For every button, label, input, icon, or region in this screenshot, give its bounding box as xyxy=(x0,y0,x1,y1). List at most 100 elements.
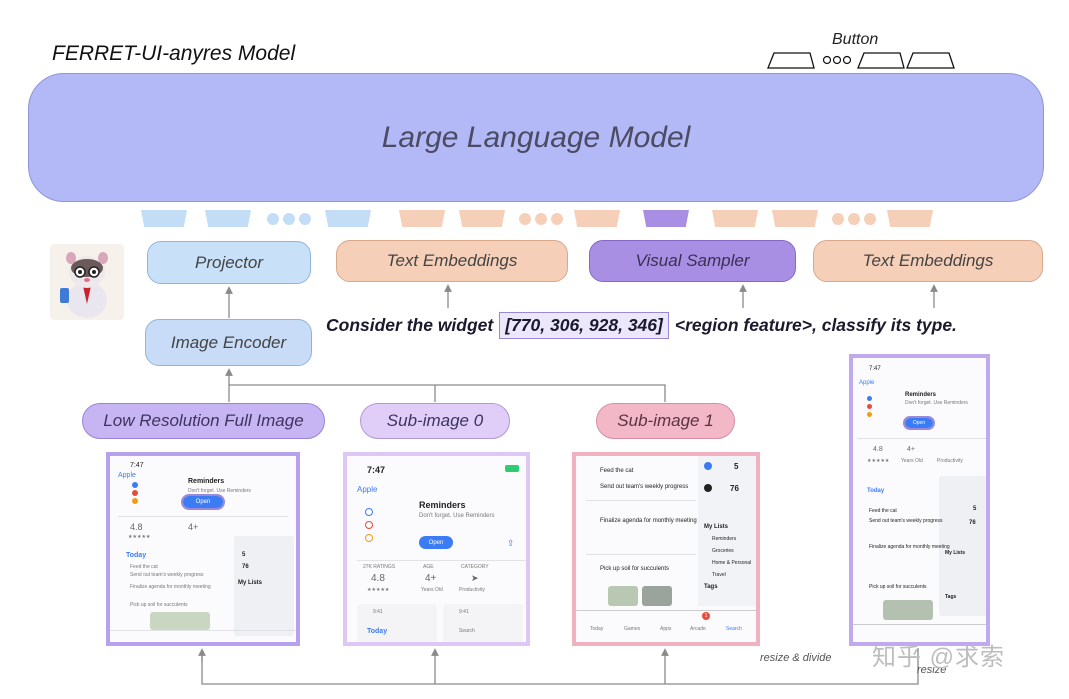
list-dot-icon xyxy=(365,508,373,516)
age-value: 4+ xyxy=(907,446,915,453)
visual-sampler-box: Visual Sampler xyxy=(589,240,796,282)
screenshot-preview xyxy=(357,604,437,642)
tab-label: Today xyxy=(590,626,604,632)
tab-label: Search xyxy=(726,626,742,632)
open-button: Open xyxy=(181,494,225,510)
button-region-tokens xyxy=(767,52,955,69)
task-item: Feed the cat xyxy=(869,508,897,514)
plant-photo xyxy=(608,586,638,606)
back-link: Apple xyxy=(357,485,378,494)
rating-value: 4.8 xyxy=(371,573,385,584)
task-item: Feed the cat xyxy=(600,468,634,474)
rating-stars: ★★★★★ xyxy=(867,458,890,464)
today-list-icon xyxy=(704,462,712,470)
status-time: 7:47 xyxy=(869,366,881,372)
text-embeddings-box: Text Embeddings xyxy=(336,240,568,282)
divider xyxy=(118,516,288,517)
list-name: Home & Personal xyxy=(712,560,752,566)
tab-bar-divider xyxy=(110,630,296,631)
task-item: Finalize agenda for monthly meeting xyxy=(869,544,950,550)
plant-photo xyxy=(150,612,210,630)
scheduled-list-icon xyxy=(704,484,712,492)
divider xyxy=(586,500,696,501)
preview-time: 9:41 xyxy=(459,609,469,615)
divider xyxy=(357,560,526,561)
age-value: 4+ xyxy=(425,573,437,584)
list-dot-icon xyxy=(132,498,138,504)
resized-full-screenshot: 7:47 Apple Reminders Don't forget. Use R… xyxy=(849,354,990,646)
count-scheduled: 76 xyxy=(242,564,249,570)
list-name: Reminders xyxy=(712,536,737,542)
rating-stars: ★★★★★ xyxy=(367,587,390,593)
task-item: Finalize agenda for monthly meeting xyxy=(600,518,697,524)
plant-photo xyxy=(883,600,933,620)
tab-label: Games xyxy=(624,626,641,632)
side-panel xyxy=(698,456,756,606)
image-encoder-box: Image Encoder xyxy=(145,319,312,366)
tab-label: Apps xyxy=(660,626,672,632)
tab-bar-divider xyxy=(853,624,986,625)
list-dot-icon xyxy=(867,412,872,417)
low-resolution-screenshot: 7:47 Apple Reminders Don't forget. Use R… xyxy=(106,452,300,646)
count-scheduled: 76 xyxy=(730,484,739,493)
app-subtitle: Don't forget. Use Reminders xyxy=(188,488,251,494)
list-name: Groceries xyxy=(712,548,734,554)
sub-image-1-screenshot: Feed the cat Send out team's weekly prog… xyxy=(572,452,760,646)
task-item: Pick up soil for succulents xyxy=(600,566,670,572)
task-item: Send out team's weekly progress xyxy=(600,484,689,490)
open-button: Open xyxy=(903,416,935,430)
tab-label: Arcade xyxy=(690,626,706,632)
prompt-text: Consider the widget [770, 306, 928, 346]… xyxy=(326,312,957,339)
rating-stars: ★★★★★ xyxy=(128,534,151,540)
category-value: Productivity xyxy=(937,458,963,464)
text-token xyxy=(712,210,758,227)
sub-image-0-screenshot: 7:47 Apple Reminders Don't forget. Use R… xyxy=(343,452,530,646)
battery-icon xyxy=(505,465,519,472)
count-scheduled: 76 xyxy=(969,520,976,526)
token-ellipsis xyxy=(519,213,563,225)
text-token xyxy=(459,210,505,227)
list-dot-icon xyxy=(867,404,872,409)
list-dot-icon xyxy=(867,396,872,401)
task-item: Feed the cat xyxy=(130,564,158,570)
side-panel xyxy=(234,536,294,636)
text-token xyxy=(399,210,445,227)
app-subtitle: Don't forget. Use Reminders xyxy=(419,513,495,519)
my-lists-label: My Lists xyxy=(238,580,263,586)
image-token xyxy=(205,210,251,227)
region-token xyxy=(643,210,689,227)
count-today: 5 xyxy=(734,462,739,471)
divider xyxy=(857,438,986,439)
preview-time: 9:41 xyxy=(373,609,383,615)
diagram-title: FERRET-UI-anyres Model xyxy=(52,42,296,65)
my-lists-label: My Lists xyxy=(704,524,729,530)
button-label: Button xyxy=(832,31,879,48)
open-button: Open xyxy=(419,536,453,549)
today-label: Today xyxy=(367,628,388,635)
resize-divide-label: resize & divide xyxy=(760,652,832,664)
prompt-before: Consider the widget xyxy=(326,315,494,335)
rating-value: 4.8 xyxy=(873,446,883,453)
age-value: 4+ xyxy=(188,522,199,532)
task-item: Finalize agenda for monthly meeting xyxy=(130,584,211,590)
sub-image-0-box: Sub-image 0 xyxy=(360,403,510,439)
prompt-coordinates: [770, 306, 928, 346] xyxy=(499,312,669,339)
rating-value: 4.8 xyxy=(130,522,143,532)
screenshot-preview xyxy=(443,604,523,642)
count-reminders: 5 xyxy=(242,552,246,558)
list-dot-icon xyxy=(132,490,138,496)
app-name: Reminders xyxy=(188,478,225,485)
task-item: Pick up soil for succulents xyxy=(130,602,188,608)
task-item: Send out team's weekly progress xyxy=(130,572,204,578)
status-time: 7:47 xyxy=(130,462,144,469)
back-link: Apple xyxy=(118,472,136,479)
age-sub: Years Old xyxy=(421,587,443,593)
category-label: CATEGORY xyxy=(461,564,489,570)
task-item: Pick up soil for succulents xyxy=(869,584,927,590)
large-language-model-block: Large Language Model xyxy=(28,73,1044,202)
sub-image-1-box: Sub-image 1 xyxy=(596,403,735,439)
text-embeddings-box: Text Embeddings xyxy=(813,240,1043,282)
share-icon: ⇪ xyxy=(507,538,515,548)
divider xyxy=(586,554,696,555)
